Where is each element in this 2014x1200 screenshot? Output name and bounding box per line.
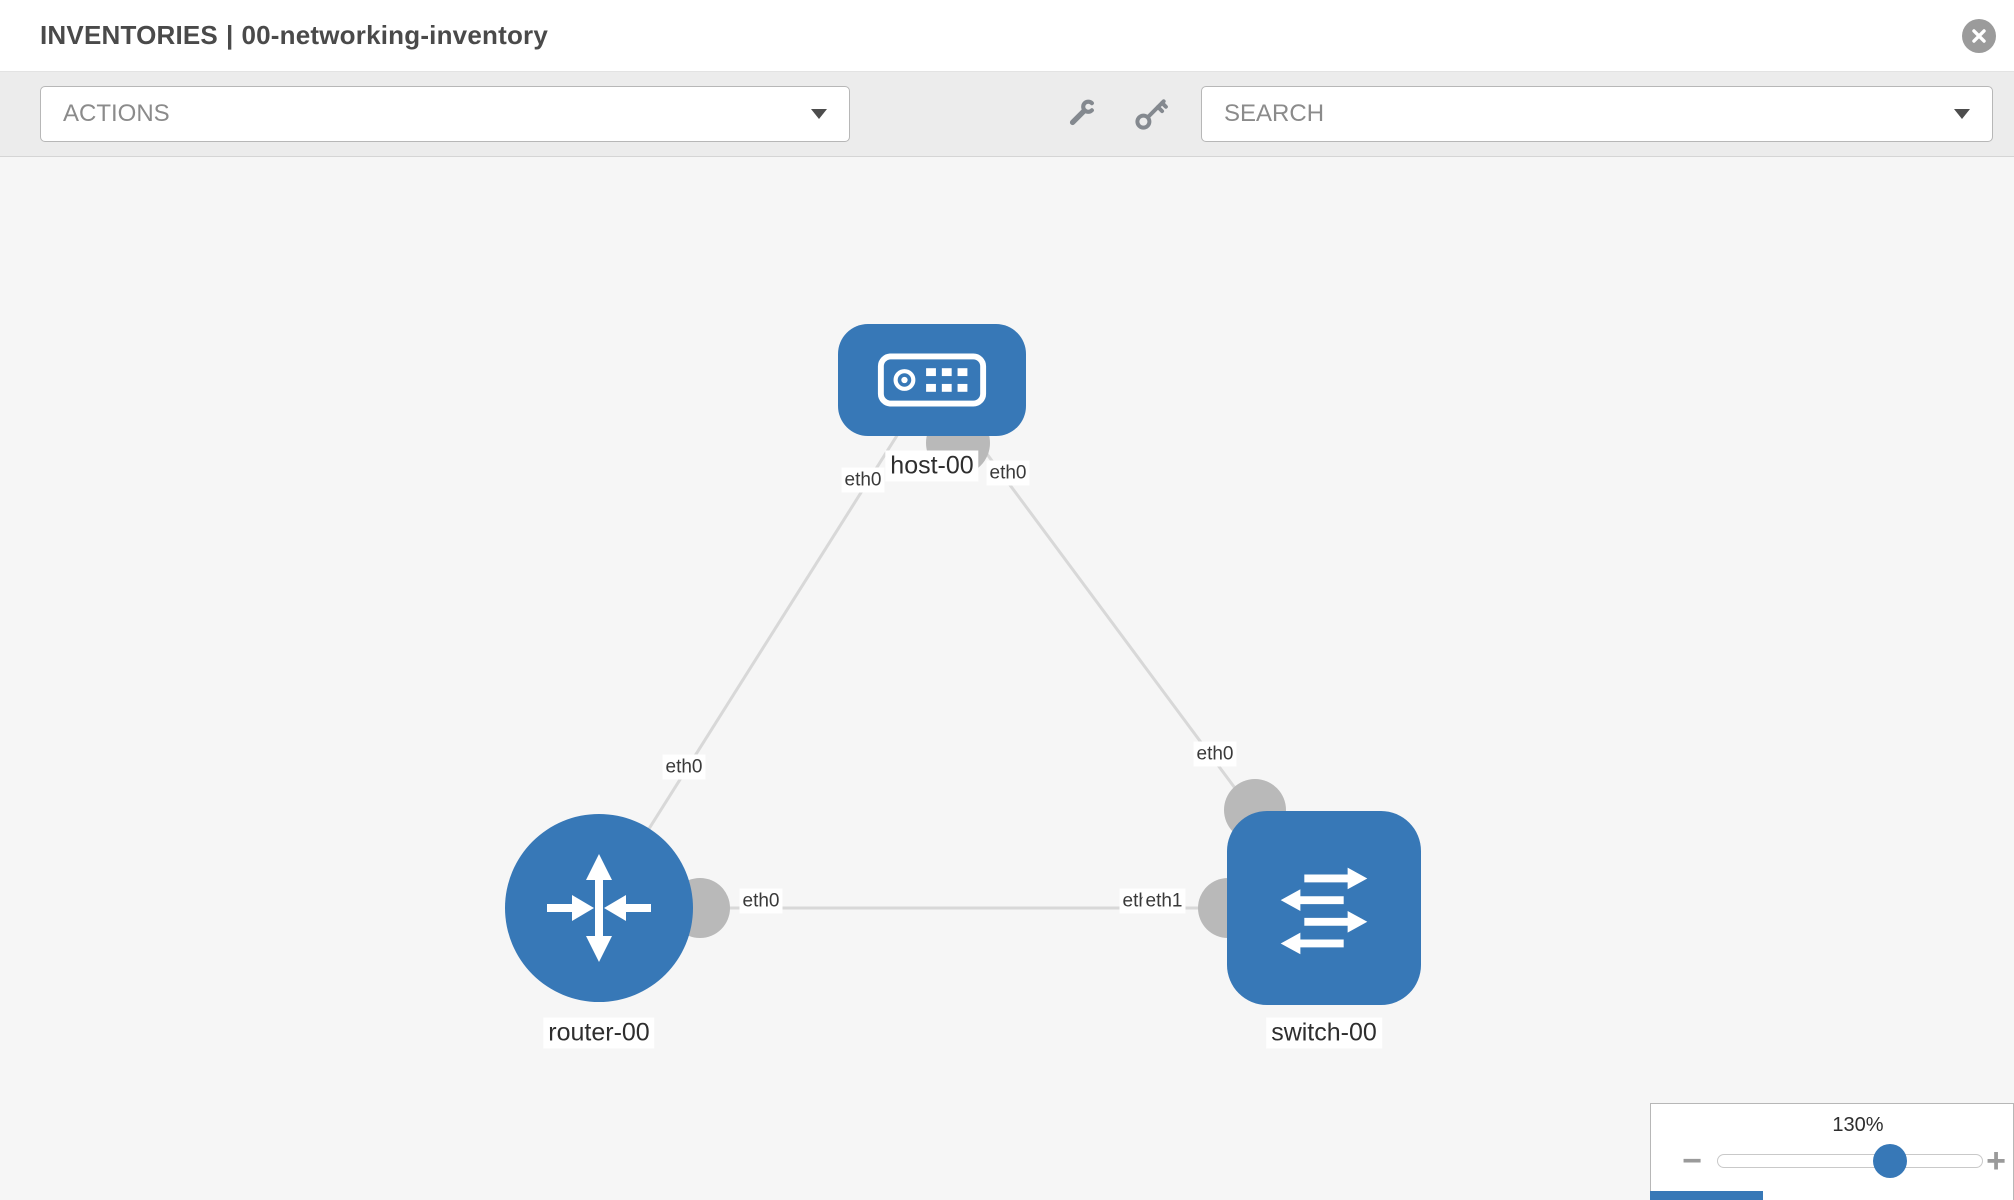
page-title: INVENTORIES|00-networking-inventory (40, 20, 556, 51)
router-icon (547, 854, 651, 962)
node-label-router-00: router-00 (543, 1017, 655, 1049)
node-host-00[interactable] (838, 324, 1026, 436)
zoom-slider-handle[interactable] (1873, 1144, 1907, 1178)
topology-canvas[interactable]: host-00 router-00 switch-00 eth0 eth0 et… (0, 158, 2014, 1200)
credentials-button[interactable] (1131, 94, 1171, 134)
zoom-slider-track[interactable] (1717, 1144, 1983, 1178)
interface-label-switch-eth0-top: eth0 (1193, 741, 1237, 767)
chevron-down-icon (811, 109, 827, 119)
zoom-out-button[interactable]: − (1679, 1144, 1705, 1178)
switch-icon (1280, 867, 1368, 955)
zoom-panel: 130% − + (1650, 1103, 2014, 1200)
close-button[interactable] (1962, 18, 1996, 53)
node-router-00[interactable] (505, 814, 693, 1002)
node-label-host-00: host-00 (885, 450, 979, 482)
chevron-down-icon (1954, 109, 1970, 119)
interface-label-router-eth0-top: eth0 (662, 754, 706, 780)
wrench-icon (1069, 99, 1096, 126)
blue-strip (1650, 1191, 1763, 1200)
interface-label-switch-eth1: eth1 (1142, 888, 1186, 914)
key-icon (1135, 99, 1168, 130)
search-dropdown-label: SEARCH (1224, 100, 1325, 127)
actions-dropdown-label: ACTIONS (63, 100, 170, 127)
actions-dropdown[interactable]: ACTIONS (40, 86, 850, 142)
configure-button[interactable] (1061, 94, 1101, 134)
search-dropdown[interactable]: SEARCH (1201, 86, 1993, 142)
close-icon (1972, 28, 1986, 43)
host-icon (877, 353, 987, 407)
toolbar: ACTIONS (0, 72, 2014, 157)
zoom-in-button[interactable]: + (1983, 1144, 2009, 1178)
node-label-switch-00: switch-00 (1266, 1017, 1382, 1049)
header: INVENTORIES|00-networking-inventory (0, 0, 2014, 72)
interface-label-host-eth0-right: eth0 (986, 460, 1030, 486)
topology-links-layer (597, 379, 1326, 938)
breadcrumb-separator: | (225, 20, 234, 50)
node-switch-00[interactable] (1227, 811, 1421, 1005)
zoom-controls: − + (1679, 1144, 2013, 1178)
inventory-name: 00-networking-inventory (241, 20, 549, 50)
interface-label-host-eth0-left: eth0 (841, 467, 885, 493)
breadcrumb-section: INVENTORIES (40, 20, 218, 50)
zoom-level-label: 130% (1832, 1114, 1884, 1136)
interface-label-router-eth0-right: eth0 (739, 888, 783, 914)
toolbar-icons (1061, 94, 1171, 134)
